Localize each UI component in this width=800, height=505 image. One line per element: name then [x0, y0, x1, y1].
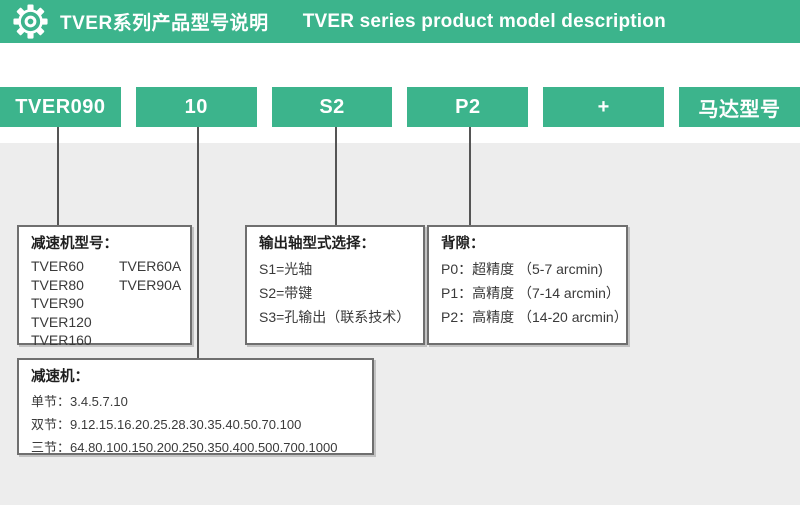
- model-segment-shaft: S2: [271, 87, 393, 127]
- list-item: P2：高精度 （14-20 arcmin）: [441, 309, 628, 325]
- ratio-box: 减速机： 单节：3.4.5.7.10 双节：9.12.15.16.20.25.2…: [17, 358, 374, 455]
- page-title-en: TVER series product model description: [302, 10, 666, 32]
- model-segment-backlash: P2: [407, 87, 529, 127]
- connector-shaft: [335, 127, 337, 225]
- connector-ratio: [197, 127, 199, 359]
- list-item: [119, 294, 181, 313]
- model-segment-plus: +: [543, 87, 665, 127]
- ratio-heading: 减速机：: [31, 369, 89, 385]
- connector-gearbox-model: [57, 127, 59, 225]
- list-item: S2=带键: [259, 285, 313, 301]
- connector-backlash: [469, 127, 471, 225]
- list-item: TVER60A: [119, 258, 182, 274]
- backlash-heading: 背隙：: [441, 236, 485, 252]
- page-title-zh: TVER系列产品型号说明: [60, 13, 269, 34]
- list-item: S1=光轴: [259, 261, 313, 277]
- list-item: 双节：9.12.15.16.20.25.28.30.35.40.50.70.10…: [31, 417, 302, 432]
- list-item: TVER60: [31, 258, 84, 274]
- model-segment-motor: 马达型号: [679, 87, 800, 127]
- list-item: TVER90A: [119, 276, 182, 293]
- list-item: [119, 313, 181, 332]
- gear-icon: [13, 4, 48, 39]
- header-bar: TVER系列产品型号说明 TVER series product model d…: [0, 0, 800, 43]
- list-item: P0：超精度 （5-7 arcmin): [441, 261, 603, 277]
- model-segment-gearbox: TVER090: [0, 87, 121, 127]
- gearbox-model-box: 减速机型号： TVER60 TVER60A TVER80 TVER90A TVE…: [17, 225, 192, 348]
- backlash-list: P0：超精度 （5-7 arcmin) P1：高精度 （7-14 arcmin）…: [441, 257, 628, 329]
- output-shaft-heading: 输出轴型式选择：: [259, 236, 375, 252]
- list-item: TVER90: [31, 295, 84, 311]
- list-item: TVER160: [31, 332, 92, 348]
- gearbox-model-list: TVER60 TVER60A TVER80 TVER90A TVER90 TVE…: [31, 257, 182, 350]
- gearbox-model-heading: 减速机型号：: [31, 236, 118, 252]
- list-item: S3=孔输出（联系技术）: [259, 309, 411, 325]
- model-segment-ratio: 10: [135, 87, 257, 127]
- list-item: TVER80: [31, 276, 84, 293]
- model-code-row: TVER090 10 S2 P2 + 马达型号: [0, 87, 800, 127]
- list-item: 单节：3.4.5.7.10: [31, 394, 128, 409]
- ratio-list: 单节：3.4.5.7.10 双节：9.12.15.16.20.25.28.30.…: [31, 390, 360, 459]
- list-item: TVER120: [31, 313, 92, 330]
- list-item: P1：高精度 （7-14 arcmin）: [441, 285, 620, 301]
- list-item: 三节：64.80.100.150.200.250.350.400.500.700…: [31, 440, 338, 455]
- backlash-box: 背隙： P0：超精度 （5-7 arcmin) P1：高精度 （7-14 arc…: [427, 225, 628, 345]
- output-shaft-box: 输出轴型式选择： S1=光轴 S2=带键 S3=孔输出（联系技术）: [245, 225, 425, 345]
- list-item: [119, 331, 181, 350]
- output-shaft-list: S1=光轴 S2=带键 S3=孔输出（联系技术）: [259, 257, 411, 329]
